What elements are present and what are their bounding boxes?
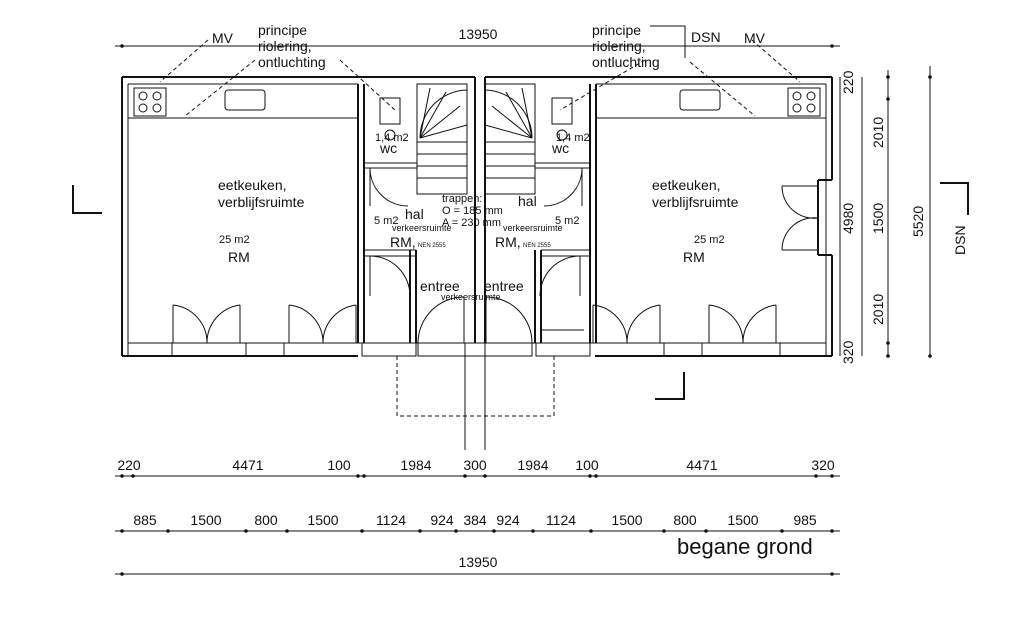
dim1-1984-left: 1984 [400,457,431,473]
left-wc-name: wc [379,140,397,156]
left-kitchen-code: RM [228,249,250,265]
right-wc-name: wc [551,140,569,156]
drawing-title: begane grond [677,534,813,559]
principle-label-left-3: ontluchting [258,54,326,70]
dim2-1500-d: 1500 [727,512,758,528]
dim2-985: 985 [793,512,817,528]
doors [127,167,827,357]
dim2-800-a: 800 [254,512,278,528]
left-hal-area: 5 m2 [374,215,398,227]
left-kitchen-name-1: eetkeuken, [218,177,287,193]
dimension-row-2: 885 1500 800 1500 1124 924 384 924 1124 … [115,512,840,533]
side-dim-2010-top: 2010 [870,117,886,148]
right-hal-norm: NEN 2555 [523,243,551,249]
overall-width-top: 13950 [459,26,498,42]
side-dim-2010-bottom: 2010 [870,294,886,325]
dsn-label-top: DSN [691,29,721,45]
side-dim-4980: 4980 [840,203,856,234]
dim1-100-right: 100 [575,457,599,473]
left-hal-norm: NEN 2555 [418,243,446,249]
right-hal-area: 5 m2 [555,215,579,227]
dim1-100-left: 100 [327,457,351,473]
right-wc-area: 1,4 m2 [556,132,590,144]
dim2-1500-b: 1500 [307,512,338,528]
dim2-384: 384 [463,512,487,528]
top-annotations: MV principe riolering, ontluchting princ… [159,22,801,117]
stairs-note-1: trappen: [442,193,482,205]
stairs: trappen: O = 185 mm A = 230 mm [416,83,536,229]
left-hal-sub: verkeersruimte [392,223,452,233]
mv-label-left: MV [212,30,234,46]
top-overall-dimension: 13950 [115,26,840,48]
room-labels: eetkeuken, verblijfsruimte 25 m2 RM eetk… [218,132,739,302]
side-dim-220: 220 [840,70,856,94]
dim1-320: 320 [811,457,835,473]
right-entree-name: entree [484,278,524,294]
dim2-1500-a: 1500 [190,512,221,528]
dim2-800-b: 800 [673,512,697,528]
dimension-row-1: 220 4471 100 1984 300 1984 100 4471 320 [115,457,840,478]
left-entree-name: entree [420,278,460,294]
stairs-note-2: O = 185 mm [442,205,503,217]
mv-label-right: MV [744,30,766,46]
dim1-220: 220 [117,457,141,473]
section-markers: DSN [72,182,969,400]
principle-label-left-2: riolering, [258,38,312,54]
dim1-4471-right: 4471 [686,457,717,473]
dim2-924-a: 924 [430,512,454,528]
stairs-note-3: A = 230 mm [442,217,501,229]
left-entree-sub: verkeersruimte [441,292,501,302]
left-kitchen-name-2: verblijfsruimte [218,194,305,210]
dim2-1124-b: 1124 [546,512,576,528]
right-hal-name: hal [518,193,537,209]
left-kitchen-area: 25 m2 [219,234,250,246]
dim2-1500-c: 1500 [611,512,642,528]
left-hal-name: hal [405,206,424,222]
right-kitchen-area: 25 m2 [694,234,725,246]
side-dim-1500: 1500 [870,203,886,234]
side-dim-320: 320 [840,340,856,364]
left-hal-code: RM, [390,234,416,250]
side-dimensions: 220 2010 1500 2010 320 4980 5520 [839,66,932,364]
right-hal-sub: verkeersruimte [503,223,563,233]
dim1-300: 300 [463,457,487,473]
side-dim-5520: 5520 [910,206,926,237]
bottom-overall-dimension: 13950 [115,554,840,576]
right-kitchen-name-1: eetkeuken, [652,177,721,193]
principle-label-right-1: principe [592,22,641,38]
right-hal-code: RM, [495,234,521,250]
left-wc-area: 1,4 m2 [375,132,409,144]
dim2-885: 885 [133,512,157,528]
dim2-924-b: 924 [496,512,520,528]
principle-label-right-3: ontluchting [592,54,660,70]
building-walls [121,76,833,357]
dim1-4471-left: 4471 [232,457,263,473]
right-kitchen-code: RM [683,249,705,265]
principle-label-left-1: principe [258,22,307,38]
toilets [379,97,573,141]
porch [396,343,555,450]
overall-width-bottom: 13950 [459,554,498,570]
principle-label-right-2: riolering, [592,38,646,54]
dsn-label-side: DSN [952,225,968,255]
dim2-1124-a: 1124 [376,512,406,528]
right-kitchen-name-2: verblijfsruimte [652,194,739,210]
dim1-1984-right: 1984 [517,457,548,473]
